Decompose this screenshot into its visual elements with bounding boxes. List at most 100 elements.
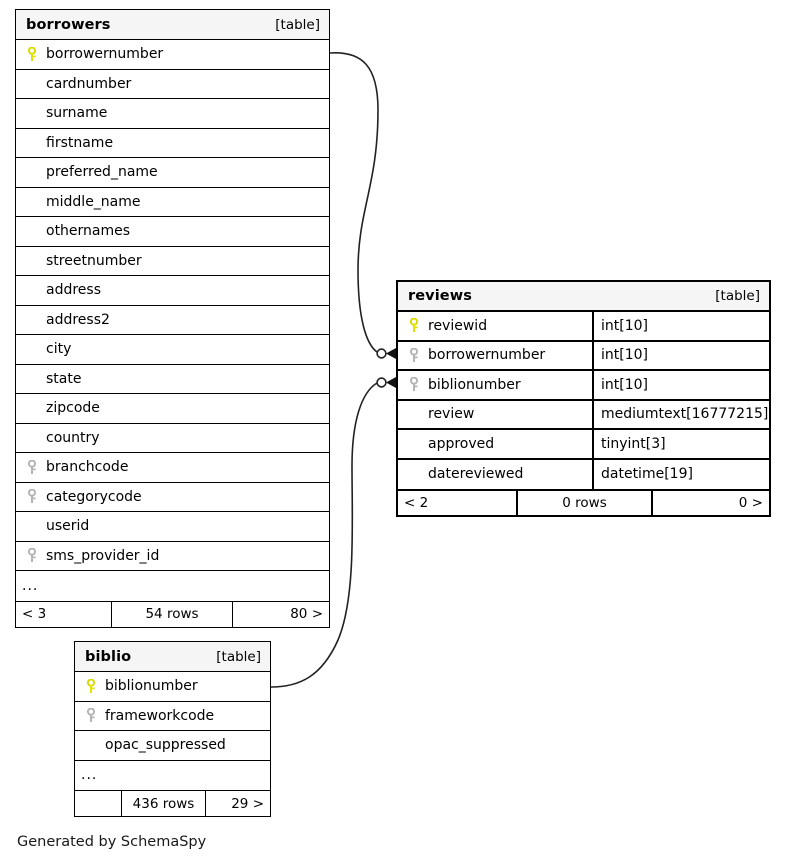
table-header-biblio: biblio [table]	[75, 642, 270, 672]
column-type: tinyint[3]	[592, 430, 769, 458]
column-type: datetime[19]	[592, 459, 769, 489]
column-name: middle_name	[46, 193, 141, 210]
table-node-reviews[interactable]: reviews [table] reviewid int[10] bor	[396, 280, 771, 517]
footer-parents-count[interactable]: < 2	[404, 495, 429, 511]
column-name: preferred_name	[46, 164, 158, 181]
table-row[interactable]: frameworkcode	[75, 702, 270, 731]
table-footer-borrowers: < 3 54 rows 80 >	[16, 600, 329, 627]
table-row[interactable]: streetnumber	[16, 247, 329, 276]
column-name: borrowernumber	[428, 347, 546, 364]
table-row[interactable]: branchcode	[16, 453, 329, 483]
column-name: zipcode	[46, 400, 100, 417]
column-name: biblionumber	[428, 376, 521, 393]
column-type: mediumtext[16777215]	[592, 400, 769, 428]
table-title: borrowers	[26, 16, 111, 33]
column-cell: middle_name	[16, 188, 329, 217]
footer-row-count: 436 rows	[121, 791, 205, 816]
column-name: borrowernumber	[46, 46, 164, 63]
foreign-key-icon	[24, 548, 42, 563]
footer-parents-count[interactable]: < 3	[22, 606, 47, 622]
table-header-reviews: reviews [table]	[398, 282, 769, 312]
column-name: userid	[46, 518, 90, 535]
footer-children-count[interactable]: 29 >	[205, 791, 270, 816]
column-cell: streetnumber	[16, 247, 329, 276]
column-cell: preferred_name	[16, 158, 329, 187]
column-name: country	[46, 429, 100, 446]
column-type: int[10]	[592, 341, 769, 369]
table-row[interactable]: approved tinyint[3]	[398, 430, 769, 460]
column-name: categorycode	[46, 488, 142, 505]
table-row[interactable]: datereviewed datetime[19]	[398, 459, 769, 489]
table-row[interactable]: preferred_name	[16, 158, 329, 188]
column-cell: borrowernumber	[16, 40, 329, 69]
table-type-label: [table]	[275, 16, 320, 33]
column-name: othernames	[46, 223, 131, 240]
table-row[interactable]: reviewid int[10]	[398, 312, 769, 342]
foreign-key-icon	[406, 347, 424, 363]
column-name: state	[46, 370, 82, 387]
column-cell: opac_suppressed	[75, 731, 270, 760]
table-row[interactable]: othernames	[16, 217, 329, 247]
column-name: address	[46, 282, 102, 299]
column-cell: userid	[16, 512, 329, 541]
primary-key-icon	[83, 678, 101, 694]
column-name: sms_provider_id	[46, 547, 160, 564]
column-cell: branchcode	[16, 453, 329, 482]
table-row[interactable]: middle_name	[16, 188, 329, 217]
table-row[interactable]: address2	[16, 306, 329, 335]
table-row[interactable]: borrowernumber	[16, 40, 329, 70]
table-row-more[interactable]: ...	[16, 571, 329, 601]
column-name: surname	[46, 105, 108, 122]
table-row[interactable]: city	[16, 335, 329, 365]
table-row[interactable]: address	[16, 276, 329, 306]
column-name: datereviewed	[428, 466, 524, 483]
table-row[interactable]: country	[16, 424, 329, 453]
column-cell: country	[16, 424, 329, 453]
table-row-more[interactable]: ...	[75, 761, 270, 791]
column-name: address2	[46, 311, 110, 328]
column-cell: address	[16, 276, 329, 305]
column-name: firstname	[46, 134, 114, 151]
column-cell: firstname	[16, 129, 329, 158]
column-cell: state	[16, 365, 329, 394]
table-row[interactable]: sms_provider_id	[16, 542, 329, 571]
table-title: biblio	[85, 648, 132, 665]
column-name: frameworkcode	[105, 707, 215, 724]
column-cell: review	[398, 401, 592, 429]
table-row[interactable]: zipcode	[16, 394, 329, 424]
column-cell: biblionumber	[75, 672, 270, 701]
foreign-key-icon	[24, 489, 42, 504]
edge-borrowers-reviews	[329, 52, 396, 359]
footer-parents-count[interactable]	[75, 791, 121, 816]
table-row[interactable]: borrowernumber int[10]	[398, 341, 769, 371]
table-node-borrowers[interactable]: borrowers [table] borrowernumber cardnum…	[15, 9, 330, 628]
column-cell: reviewid	[398, 312, 592, 340]
column-name: streetnumber	[46, 252, 142, 269]
foreign-key-icon	[406, 377, 424, 392]
more-columns-indicator: ...	[81, 767, 98, 784]
table-row[interactable]: state	[16, 365, 329, 394]
table-row[interactable]: review mediumtext[16777215]	[398, 400, 769, 430]
table-node-biblio[interactable]: biblio [table] biblionumber frameworkcod…	[74, 641, 271, 817]
table-row[interactable]: biblionumber int[10]	[398, 371, 769, 401]
table-row[interactable]: surname	[16, 99, 329, 129]
table-row[interactable]: opac_suppressed	[75, 731, 270, 761]
footer-children-count[interactable]: 0 >	[651, 491, 769, 515]
table-row[interactable]: categorycode	[16, 483, 329, 512]
column-name: branchcode	[46, 459, 129, 476]
table-row[interactable]: cardnumber	[16, 70, 329, 99]
primary-key-icon	[24, 46, 42, 62]
column-name: city	[46, 341, 72, 358]
column-cell: biblionumber	[398, 371, 592, 399]
column-cell: cardnumber	[16, 70, 329, 99]
column-name: review	[428, 406, 475, 423]
column-cell: city	[16, 335, 329, 364]
footer-children-count[interactable]: 80 >	[232, 601, 329, 627]
column-name: reviewid	[428, 317, 488, 334]
column-list-reviews: reviewid int[10] borrowernumber int[10]	[398, 312, 769, 489]
table-row[interactable]: userid	[16, 512, 329, 542]
table-row[interactable]: firstname	[16, 129, 329, 158]
table-row[interactable]: biblionumber	[75, 672, 270, 702]
column-cell: sms_provider_id	[16, 542, 329, 571]
foreign-key-icon	[83, 708, 101, 723]
